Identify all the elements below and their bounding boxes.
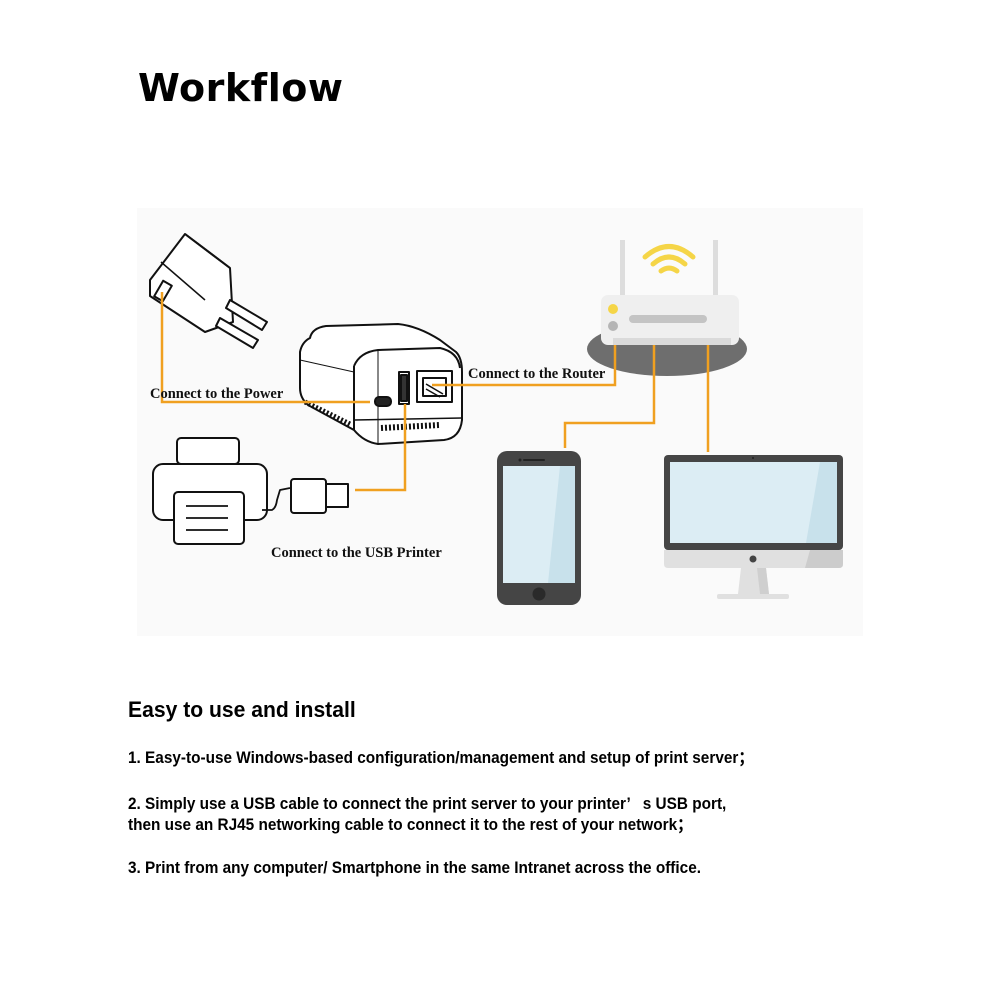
connection-cables xyxy=(160,292,710,492)
cable-power xyxy=(160,292,370,404)
label-connect-usb-printer: Connect to the USB Printer xyxy=(271,545,442,561)
feature-item-1: 1. Easy-to-use Windows-based configurati… xyxy=(128,749,754,767)
label-connect-router: Connect to the Router xyxy=(468,366,606,382)
feature-item-2-line-1: 2. Simply use a USB cable to connect the… xyxy=(128,795,727,813)
label-connect-power: Connect to the Power xyxy=(150,386,284,402)
cable-router xyxy=(432,345,617,387)
print-server-icon xyxy=(299,323,463,445)
power-adapter-icon xyxy=(149,233,268,349)
feature-item-3: 3. Print from any computer/ Smartphone i… xyxy=(128,859,702,877)
feature-item-2-line-2: then use an RJ45 networking cable to con… xyxy=(128,816,693,834)
router-icon xyxy=(587,240,747,376)
wifi-signal-icon xyxy=(642,244,696,274)
cable-smartphone xyxy=(563,345,656,448)
page-title: Workflow xyxy=(138,66,344,110)
desktop-monitor-icon xyxy=(664,455,843,599)
cable-usb-printer xyxy=(355,404,407,492)
features-title: Easy to use and install xyxy=(128,697,356,722)
printer-icon xyxy=(152,437,349,545)
smartphone-icon xyxy=(497,451,581,605)
